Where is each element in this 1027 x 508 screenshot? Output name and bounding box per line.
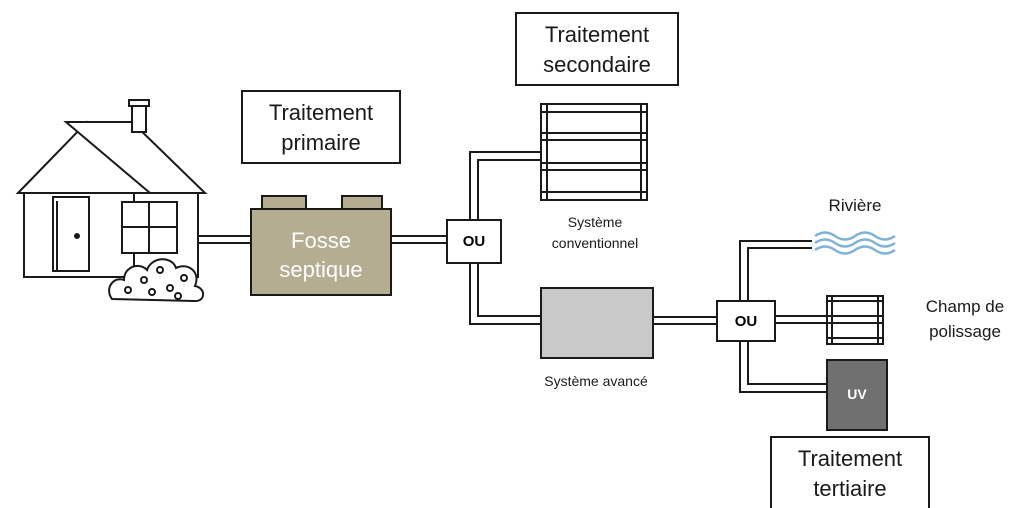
primary-treatment-line2: primaire: [281, 130, 361, 155]
primary-treatment-line1: Traitement: [268, 100, 374, 125]
septic-tank-line1: Fosse: [291, 228, 351, 253]
septic-tank-label: Fosse septique: [251, 226, 391, 284]
advanced-system-label: Système avancé: [544, 373, 648, 389]
polishing-field-line1: Champ de: [925, 297, 1005, 316]
polishing-field: [826, 295, 884, 345]
house-icon: [15, 99, 208, 303]
tertiary-treatment-line1: Traitement: [797, 446, 903, 471]
tertiary-treatment-label: Traitement tertiaire: [770, 436, 930, 508]
secondary-treatment-line2: secondaire: [543, 52, 651, 77]
or-junction-2: OU: [716, 300, 776, 342]
advanced-system: [540, 287, 654, 359]
septic-tank: [250, 195, 392, 296]
river-icon: [814, 231, 896, 255]
river-label: Rivière: [828, 196, 882, 215]
pipe-house-to-tank: [198, 235, 251, 244]
conventional-system-label: Système conventionnel: [530, 212, 660, 254]
uv-label: UV: [847, 386, 867, 402]
or-junction-1-label: OU: [462, 233, 486, 250]
uv-unit: [826, 359, 888, 431]
pipe-tank-to-ou: [391, 235, 446, 244]
secondary-treatment-line1: Traitement: [544, 22, 650, 47]
polishing-field-label: Champ de polissage: [905, 294, 1025, 344]
or-junction-1: OU: [446, 219, 502, 264]
conventional-system-line2: conventionnel: [551, 235, 639, 251]
pipe-ou2-branches: [739, 240, 827, 393]
polishing-field-line2: polissage: [929, 322, 1001, 341]
tertiary-treatment-line2: tertiaire: [813, 476, 887, 501]
or-junction-2-label: OU: [734, 312, 758, 330]
pipe-advanced-to-ou: [653, 316, 716, 325]
primary-treatment-label: Traitement primaire: [241, 90, 401, 164]
secondary-treatment-label: Traitement secondaire: [515, 12, 679, 86]
septic-tank-line2: septique: [279, 257, 363, 282]
conventional-system: [540, 103, 648, 201]
pipe-ou-branches: [469, 151, 541, 325]
conventional-system-line1: Système: [567, 214, 623, 230]
